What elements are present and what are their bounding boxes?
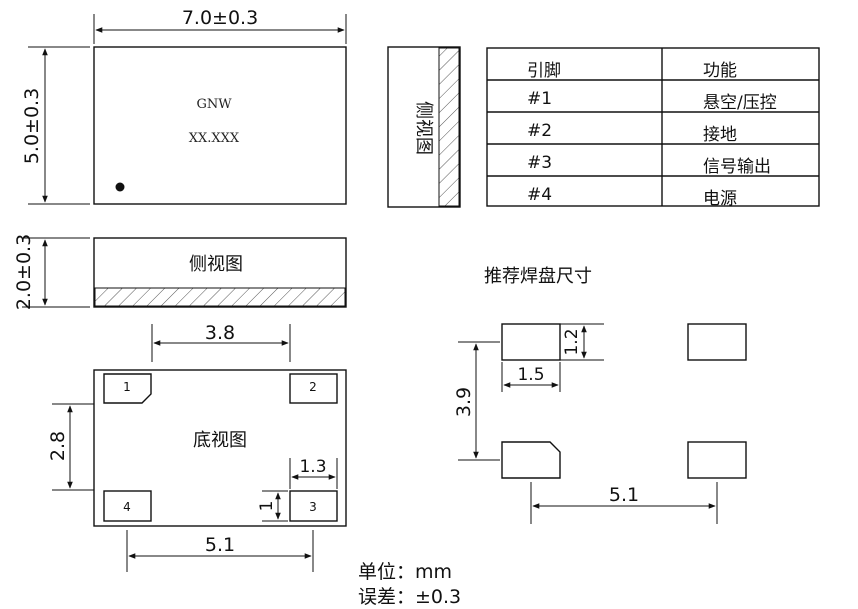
top-view: 7.0±0.3 5.0±0.3 GNW XX.XXX: [21, 7, 347, 205]
pad-height-label: 1: [257, 501, 277, 512]
pin-table-header-pin: 引脚: [527, 61, 561, 81]
notes: 单位：mm 误差：±0.3: [358, 561, 461, 608]
pad-width-label: 1.3: [299, 457, 326, 477]
footprint-title: 推荐焊盘尺寸: [484, 266, 592, 287]
fp-horizontal-label: 5.1: [609, 484, 639, 506]
footprint-pad-3: [687, 441, 747, 479]
pin-table-cell: 接地: [703, 125, 737, 145]
top-view-body: [93, 46, 347, 205]
pad-1-number: 1: [123, 380, 131, 394]
bottom-view-label: 底视图: [193, 430, 247, 451]
pad-3: [289, 490, 338, 522]
top-spacing-label: 3.8: [205, 322, 235, 344]
footprint-pad-4: [501, 441, 561, 479]
tolerance-note: 误差：±0.3: [358, 586, 461, 608]
bottom-spacing-label: 5.1: [205, 534, 235, 556]
pad-4-number: 4: [123, 500, 131, 514]
side-view-vertical: 侧视图: [387, 46, 461, 208]
pin-table-cell: #4: [527, 185, 552, 205]
width-label: 7.0±0.3: [182, 7, 258, 29]
pin-table-cell: 电源: [703, 189, 737, 209]
pad-4: [103, 490, 152, 522]
pin-table-cell: #1: [527, 89, 552, 109]
side-view-label: 侧视图: [189, 254, 243, 275]
pin-table-cell: #2: [527, 121, 552, 141]
pin-table: 引脚 功能 #1 悬空/压控 #2 接地 #3 信号输出 #4 电源: [486, 47, 820, 209]
pin-table-cell: 信号输出: [703, 157, 771, 177]
side-view-vertical-hatch: [438, 47, 460, 207]
pad-2: [289, 373, 338, 404]
side-view-vertical-label: 侧视图: [413, 101, 434, 155]
pad-3-number: 3: [309, 500, 317, 514]
pin-table-frame: [486, 47, 820, 207]
vertical-spacing-label: 2.8: [47, 431, 69, 461]
marking-line-1: GNW: [196, 97, 232, 112]
pad-2-number: 2: [309, 380, 317, 394]
pin1-dot-icon: [115, 182, 125, 192]
fp-vertical-label: 3.9: [453, 387, 475, 417]
bottom-view: 3.8 2.8 1 2 4 3 底视图 1.3 1 5.1: [47, 322, 347, 572]
side-view-hatch: [94, 287, 346, 307]
footprint-pad-2: [687, 323, 747, 361]
fp-pad-width-label: 1.5: [517, 365, 544, 385]
pin-table-header-function: 功能: [703, 61, 737, 81]
unit-note: 单位：mm: [358, 561, 452, 583]
fp-pad-height-label: 1.2: [562, 328, 582, 355]
thickness-label: 2.0±0.3: [13, 234, 35, 310]
marking-line-2: XX.XXX: [189, 131, 240, 146]
footprint: 推荐焊盘尺寸 1.2 1.5 3.9 5.1: [453, 266, 747, 524]
pad-1: [103, 373, 152, 404]
pin-table-cell: #3: [527, 153, 552, 173]
side-view: 2.0±0.3 侧视图: [13, 234, 347, 310]
footprint-pad-1: [501, 323, 561, 361]
pin-table-cell: 悬空/压控: [703, 93, 777, 113]
height-label: 5.0±0.3: [21, 88, 43, 164]
